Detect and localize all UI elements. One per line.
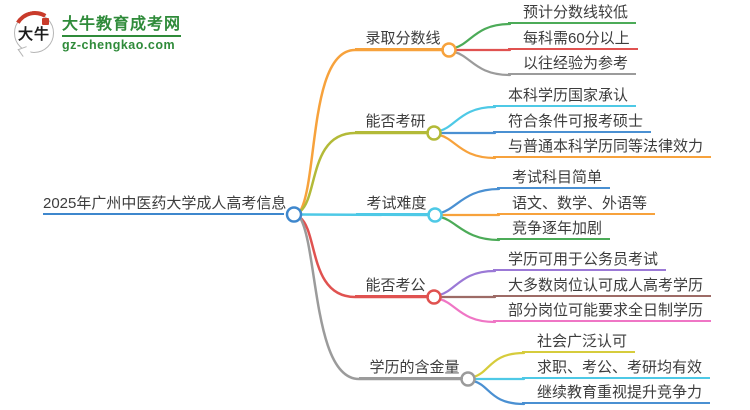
connector-branch-3-child-2 [438, 297, 497, 324]
child-node-label: 每科需60分以上 [508, 29, 638, 50]
connector-root-branch-1 [298, 131, 429, 213]
connector-branch-0-child-2 [453, 50, 512, 77]
root-node-circle [285, 206, 303, 223]
branch-node-label: 学历的含金量 [359, 358, 463, 379]
child-node-label: 大多数岗位认可成人高考学历 [493, 276, 712, 297]
child-node-label: 继续教育重视提升竞争力 [522, 383, 711, 404]
branch-node-circle-2 [427, 207, 443, 223]
branch-node-circle-4 [460, 371, 476, 387]
logo-domain: gz-chengkao.com [62, 37, 176, 52]
child-node-label: 竞争逐年加剧 [497, 219, 611, 240]
connector-root-branch-4 [298, 216, 463, 381]
child-node-label: 本科学历国家承认 [493, 86, 637, 107]
site-logo: 大牛 大牛教育成考网 gz-chengkao.com [8, 6, 182, 60]
branch-node-circle-0 [441, 42, 457, 58]
connector-branch-1-child-0 [438, 105, 497, 133]
logo-seal-icon [42, 18, 49, 25]
root-node-label: 2025年广州中医药大学成人高考信息 [43, 194, 286, 215]
logo-text-block: 大牛教育成考网 gz-chengkao.com [62, 15, 182, 52]
branch-node-label: 能否考公 [355, 276, 429, 297]
logo-bull-icon: 大牛 [8, 6, 62, 60]
logo-title: 大牛教育成考网 [62, 15, 182, 33]
child-node-label: 社会广泛认可 [522, 332, 636, 353]
child-node-label: 以往经验为参考 [508, 54, 637, 75]
connector-branch-0-child-0 [453, 22, 512, 50]
child-node-label: 预计分数线较低 [508, 3, 637, 24]
connector-branch-4-child-0 [472, 351, 526, 379]
logo-badge-text: 大牛 [17, 26, 50, 43]
child-node-label: 符合条件可报考硕士 [493, 112, 652, 133]
connector-branch-3-child-0 [438, 269, 497, 297]
branch-node-circle-1 [426, 125, 442, 141]
connector-branch-2-child-2 [439, 215, 501, 242]
child-node-label: 学历可用于公务员考试 [493, 250, 667, 271]
child-node-label: 求职、考公、考研均有效 [522, 358, 711, 379]
connector-branch-1-child-2 [438, 133, 497, 160]
child-node-label: 语文、数学、外语等 [497, 194, 656, 215]
branch-node-label: 录取分数线 [355, 29, 444, 50]
child-node-label: 与普通本科学历同等法律效力 [493, 137, 712, 158]
logo-divider [62, 34, 182, 37]
child-node-label: 部分岗位可能要求全日制学历 [493, 301, 712, 322]
child-node-label: 考试科目简单 [497, 168, 611, 189]
branch-node-label: 考试难度 [356, 194, 430, 215]
branch-node-label: 能否考研 [355, 112, 429, 133]
connector-root-branch-3 [298, 216, 429, 299]
connector-branch-2-child-0 [439, 187, 501, 215]
connector-branch-4-child-2 [472, 379, 526, 406]
connector-root-branch-0 [298, 48, 444, 213]
branch-node-circle-3 [426, 289, 442, 305]
